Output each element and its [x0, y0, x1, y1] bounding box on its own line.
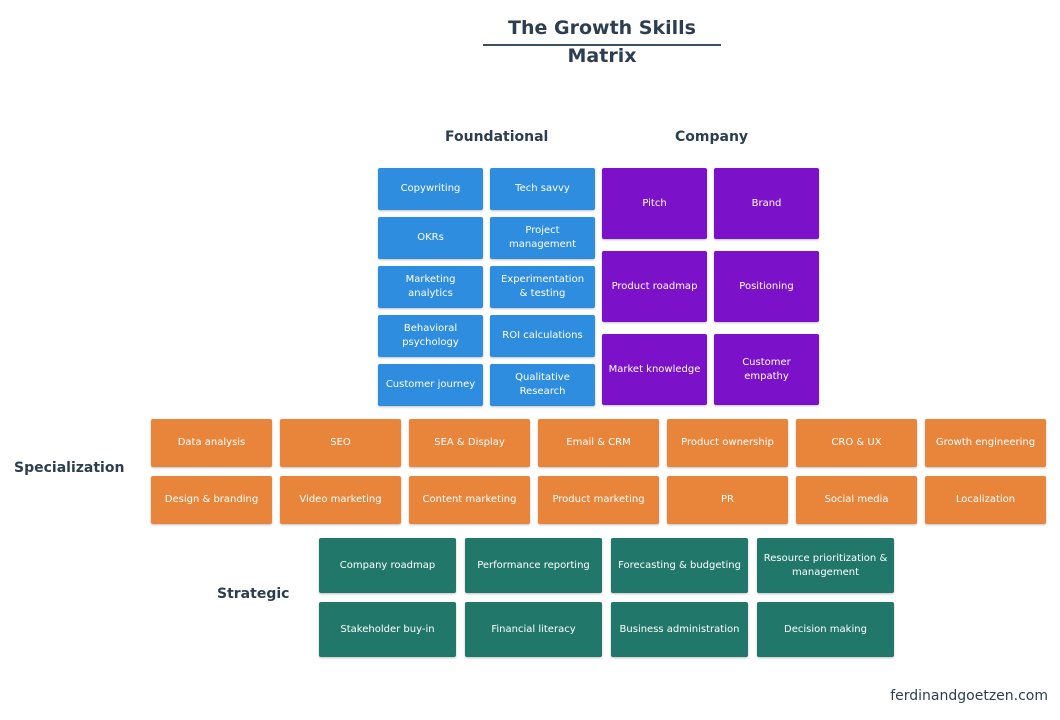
foundational-skill-qualitative-research: Qualitative Research — [490, 364, 595, 406]
strategic-skill-stakeholder-buy-in: Stakeholder buy-in — [319, 602, 456, 657]
specialization-skill-design-branding: Design & branding — [151, 476, 272, 524]
specialization-skill-seo: SEO — [280, 419, 401, 467]
company-skill-product-roadmap: Product roadmap — [602, 251, 707, 322]
specialization-skill-growth-engineering: Growth engineering — [925, 419, 1046, 467]
company-skill-brand: Brand — [714, 168, 819, 239]
foundational-skill-okrs: OKRs — [378, 217, 483, 259]
strategic-skill-performance-reporting: Performance reporting — [465, 538, 602, 593]
foundational-skill-roi-calculations: ROI calculations — [490, 315, 595, 357]
specialization-skill-sea-display: SEA & Display — [409, 419, 530, 467]
foundational-skill-project-management: Project management — [490, 217, 595, 259]
specialization-skill-product-marketing: Product marketing — [538, 476, 659, 524]
specialization-skill-video-marketing: Video marketing — [280, 476, 401, 524]
specialization-skill-social-media: Social media — [796, 476, 917, 524]
foundational-skill-experimentation-testing: Experimentation & testing — [490, 266, 595, 308]
strategic-skill-business-administration: Business administration — [611, 602, 748, 657]
foundational-skill-tech-savvy: Tech savvy — [490, 168, 595, 210]
company-skill-customer-empathy: Customer empathy — [714, 334, 819, 405]
foundational-skill-customer-journey: Customer journey — [378, 364, 483, 406]
heading-company: Company — [675, 129, 749, 145]
heading-specialization: Specialization — [14, 460, 125, 476]
strategic-skill-company-roadmap: Company roadmap — [319, 538, 456, 593]
strategic-skill-decision-making: Decision making — [757, 602, 894, 657]
specialization-skill-data-analysis: Data analysis — [151, 419, 272, 467]
specialization-skill-pr: PR — [667, 476, 788, 524]
company-skill-positioning: Positioning — [714, 251, 819, 322]
strategic-skill-financial-literacy: Financial literacy — [465, 602, 602, 657]
foundational-skill-marketing-analytics: Marketing analytics — [378, 266, 483, 308]
page-title: The Growth Skills Matrix — [483, 14, 721, 67]
specialization-skill-product-ownership: Product ownership — [667, 419, 788, 467]
foundational-skill-copywriting: Copywriting — [378, 168, 483, 210]
strategic-skill-resource-prioritization: Resource prioritization & management — [757, 538, 894, 593]
company-skill-market-knowledge: Market knowledge — [602, 334, 707, 405]
specialization-skill-email-crm: Email & CRM — [538, 419, 659, 467]
specialization-skill-cro-ux: CRO & UX — [796, 419, 917, 467]
heading-foundational: Foundational — [445, 129, 549, 145]
credit-text: ferdinandgoetzen.com — [890, 688, 1048, 704]
specialization-skill-localization: Localization — [925, 476, 1046, 524]
foundational-skill-behavioral-psychology: Behavioral psychology — [378, 315, 483, 357]
company-skill-pitch: Pitch — [602, 168, 707, 239]
strategic-skill-forecasting-budgeting: Forecasting & budgeting — [611, 538, 748, 593]
heading-strategic: Strategic — [217, 586, 290, 602]
specialization-skill-content-marketing: Content marketing — [409, 476, 530, 524]
